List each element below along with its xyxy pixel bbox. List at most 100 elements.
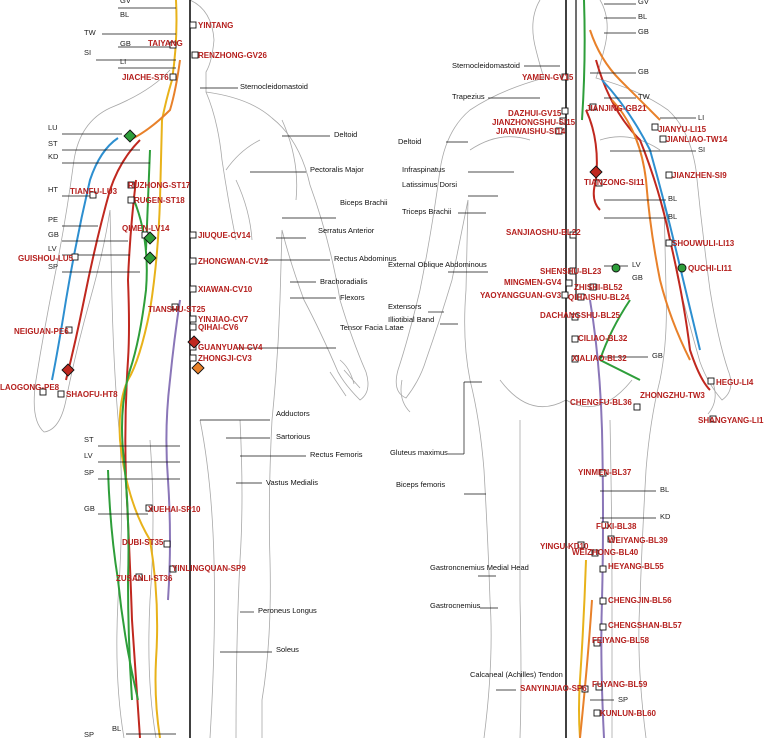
front-acupoint-label: XIAWAN-CV10 bbox=[198, 285, 253, 294]
front-meridian-label: SP bbox=[48, 262, 59, 271]
front-acupoint-label: TAIYANG bbox=[148, 39, 183, 48]
back-acupoint-label: WEIZHONG-BL40 bbox=[572, 548, 639, 557]
back-acupoint-label: JIANZHONGSHU-SI15 bbox=[492, 118, 576, 127]
back-acupoint-label: TIANZONG-SI11 bbox=[584, 178, 645, 187]
front-meridian-label: SP bbox=[84, 468, 95, 477]
back-muscle-label: Latissimus Dorsi bbox=[402, 180, 458, 189]
back-muscle-label: Trapezius bbox=[452, 92, 485, 101]
front-muscle-label: Pectoralis Major bbox=[310, 165, 364, 174]
front-muscle-label: Sartorious bbox=[276, 432, 311, 441]
back-acupoint-label: QUCHI-LI11 bbox=[688, 264, 733, 273]
back-acupoint-label: SHOUWULI-LI13 bbox=[672, 239, 735, 248]
front-acupoint-label: DUBI-ST35 bbox=[122, 538, 164, 547]
front-muscle-label: Vastus Medialis bbox=[266, 478, 318, 487]
back-acupoint-label: SHANGYANG-LI1 bbox=[698, 416, 764, 425]
back-meridian-label: BL bbox=[668, 212, 678, 221]
front-meridian-paths bbox=[51, 0, 191, 738]
back-acupoint-label: DAZHUI-GV15 bbox=[508, 109, 562, 118]
front-acupoint-label: XUEHAI-SP10 bbox=[148, 505, 201, 514]
back-acupoint-label: JIANLIAO-TW14 bbox=[666, 135, 728, 144]
back-acupoint-label: XIALIAO-BL32 bbox=[572, 354, 627, 363]
back-acupoint-label: HEYANG-BL55 bbox=[608, 562, 664, 571]
front-muscle-leaders bbox=[200, 87, 336, 653]
front-meridian-label: LV bbox=[48, 244, 57, 253]
back-acupoint-label: SANYINJIAO-SP6 bbox=[520, 684, 587, 693]
back-muscle-label: Sternocleidomastoid bbox=[452, 61, 520, 70]
back-meridian-label: GV bbox=[638, 0, 649, 6]
back-meridian-label: GB bbox=[632, 273, 643, 282]
front-acupoint-label: YINJIAO-CV7 bbox=[198, 315, 249, 324]
front-acupoint-label: GUANYUAN-CV4 bbox=[198, 343, 263, 352]
front-acupoint-label: QIMEN-LV14 bbox=[122, 224, 170, 233]
front-meridian-label: LI bbox=[120, 57, 127, 66]
back-acupoint-label: YINGU-KD10 bbox=[540, 542, 589, 551]
front-muscle-label: Rectus Abdominus bbox=[334, 254, 397, 263]
front-acupoint-label: JIACHE-ST6 bbox=[122, 73, 169, 82]
back-acupoint-label: FEIYANG-BL58 bbox=[592, 636, 650, 645]
front-meridian-label: GB bbox=[84, 504, 95, 513]
back-acupoint-label: FUXI-BL38 bbox=[596, 522, 637, 531]
back-muscle-label: Triceps Brachii bbox=[402, 207, 452, 216]
back-muscle-label: Gastrocnemius bbox=[430, 601, 481, 610]
back-acupoint-label: KUNLUN-BL60 bbox=[600, 709, 656, 718]
back-muscle-label: Deltoid bbox=[398, 137, 422, 146]
front-meridian-label: TW bbox=[84, 28, 96, 37]
back-acupoint-label: ZHISHI-BL52 bbox=[574, 283, 623, 292]
front-muscle-label: Deltoid bbox=[334, 130, 358, 139]
front-acupoint-label: YINTANG bbox=[198, 21, 234, 30]
front-meridian-label: ST bbox=[48, 139, 58, 148]
back-acupoint-label: JIANWAISHU-SI14 bbox=[496, 127, 566, 136]
back-muscle-label: Gastroncnemius Medial Head bbox=[430, 563, 529, 572]
back-acupoint-label: QIHAISHU-BL24 bbox=[568, 293, 630, 302]
back-acupoint-label: SANJIAOSHU-BL22 bbox=[506, 228, 581, 237]
back-muscle-label: Illiotibial Band bbox=[388, 315, 435, 324]
front-meridian-label: LV bbox=[84, 451, 93, 460]
front-acupoint-label: ZHONGWAN-CV12 bbox=[198, 257, 269, 266]
back-acupoint-label: JIANZHEN-SI9 bbox=[672, 171, 727, 180]
front-acupoint-label: JIUQUE-CV14 bbox=[198, 231, 251, 240]
back-meridian-label: TW bbox=[638, 92, 650, 101]
back-acupoint-label: CHENGSHAN-BL57 bbox=[608, 621, 682, 630]
front-muscle-label: Serratus Anterior bbox=[318, 226, 375, 235]
front-muscle-label: Biceps Brachii bbox=[340, 198, 388, 207]
front-meridian-label: HT bbox=[48, 185, 58, 194]
back-meridian-label: SI bbox=[698, 145, 706, 154]
back-meridian-label: BL bbox=[660, 485, 670, 494]
front-muscle-label: Flexors bbox=[340, 293, 365, 302]
front-body-outline bbox=[33, 0, 369, 738]
back-acupoint-label: MINGMEN-GV4 bbox=[504, 278, 562, 287]
front-acupoint-label: RUZHONG-ST17 bbox=[128, 181, 191, 190]
front-meridian-label: BL bbox=[120, 10, 130, 19]
front-meridian-label: GV bbox=[120, 0, 131, 5]
back-meridian-label: GB bbox=[638, 67, 649, 76]
front-meridian-label: KD bbox=[48, 152, 59, 161]
back-meridian-label: KD bbox=[660, 512, 671, 521]
front-acupoint-label: GUISHOU-LU5 bbox=[18, 254, 74, 263]
front-acupoint-label: SHAOFU-HT8 bbox=[66, 390, 118, 399]
back-acupoint-label: CHENGJIN-BL56 bbox=[608, 596, 672, 605]
back-acupoint-label: CILIAO-BL32 bbox=[578, 334, 628, 343]
front-muscle-label: Sternocleidomastoid bbox=[240, 82, 308, 91]
front-acupoint-label: NEIGUAN-PE6 bbox=[14, 327, 69, 336]
back-acupoint-label: SHENSHU-BL23 bbox=[540, 267, 602, 276]
front-acupoint-label: ZHONGJI-CV3 bbox=[198, 354, 252, 363]
front-meridian-label: GB bbox=[48, 230, 59, 239]
front-meridian-label: BL bbox=[112, 724, 122, 733]
front-muscle-label: Tensor Facia Latae bbox=[340, 323, 404, 332]
back-muscle-label: External Oblique Abdominous bbox=[388, 260, 487, 269]
front-meridian-label: SI bbox=[84, 48, 92, 57]
front-meridian-label: GB bbox=[120, 39, 131, 48]
front-acupoint-label: RUGEN-ST18 bbox=[134, 196, 185, 205]
back-acupoint-label: FUYANG-BL59 bbox=[592, 680, 648, 689]
back-meridian-label: LI bbox=[698, 113, 705, 122]
back-muscle-label: Calcaneal (Achilles) Tendon bbox=[470, 670, 563, 679]
back-meridian-label: GB bbox=[638, 27, 649, 36]
front-acupoint-label: QIHAI-CV6 bbox=[198, 323, 239, 332]
front-acupoint-label: YINLINGQUAN-SP9 bbox=[172, 564, 246, 573]
back-muscle-label: Infraspinatus bbox=[402, 165, 445, 174]
front-meridian-label: PE bbox=[48, 215, 59, 224]
back-meridian-label: LV bbox=[632, 260, 641, 269]
front-muscle-label: Brachoradialis bbox=[320, 277, 368, 286]
